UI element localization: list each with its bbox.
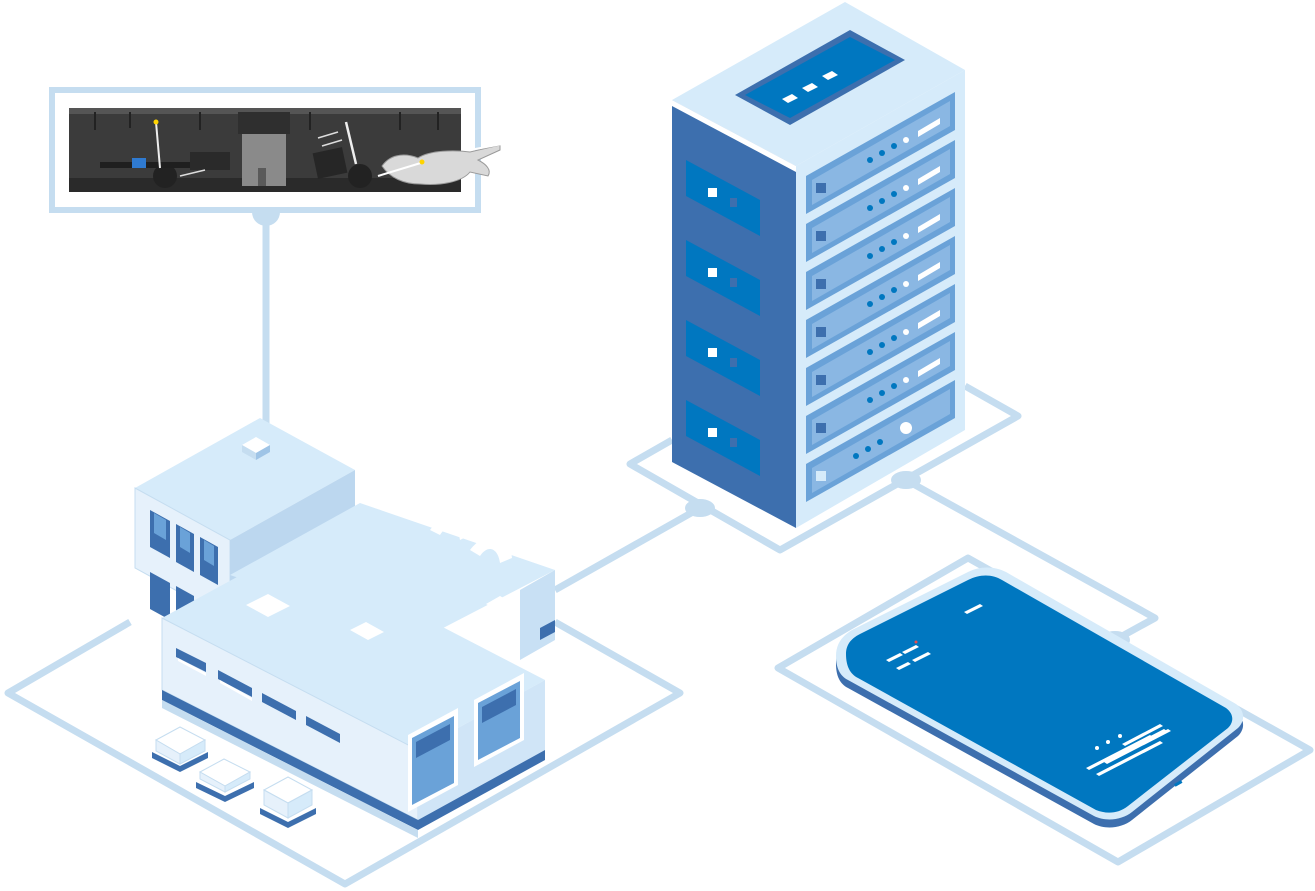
server-platform-outline xyxy=(626,382,1022,554)
camera-feed-icon xyxy=(69,108,503,192)
server-units xyxy=(806,92,955,502)
server-node-right xyxy=(891,471,921,489)
pallet-stacks xyxy=(152,726,316,828)
upper-roof xyxy=(135,418,355,540)
phone-platform-outline xyxy=(774,554,1314,866)
warehouse-building-icon xyxy=(134,418,555,838)
phone-screen xyxy=(846,575,1233,813)
factory-server-line xyxy=(553,504,702,594)
camera-feed xyxy=(49,87,503,213)
server-node-left xyxy=(685,499,715,517)
loading-doors xyxy=(408,673,524,812)
server-phone-line xyxy=(904,476,1159,644)
connector-lines xyxy=(4,212,1314,888)
smartphone-icon xyxy=(836,567,1244,828)
factory-platform-outline xyxy=(4,618,684,888)
main-roof xyxy=(162,548,545,750)
server-rack-icon xyxy=(672,2,965,528)
phone-screen-marks xyxy=(886,604,1171,776)
